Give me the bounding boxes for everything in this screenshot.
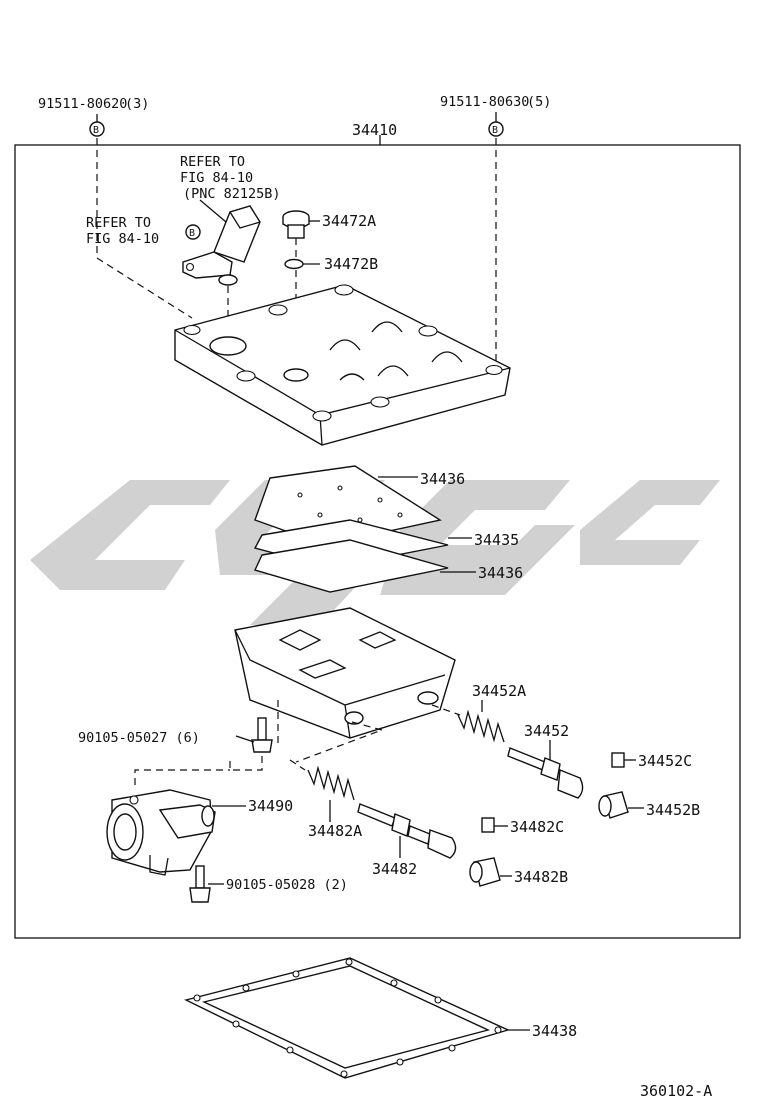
bolt-left-qty: (3) xyxy=(125,96,149,112)
bolt-left-leader xyxy=(96,138,193,319)
gasket-34438 xyxy=(183,957,510,1079)
bolt-right-marker-text: B xyxy=(492,125,498,136)
label-34482: 34482 xyxy=(372,860,417,878)
bolt-right-qty: (5) xyxy=(527,94,551,110)
speed-sensor xyxy=(182,205,261,286)
label-34438: 34438 xyxy=(532,1022,577,1040)
label-34472A: 34472A xyxy=(322,212,376,230)
upper-valve-body xyxy=(174,284,511,446)
plug-34482B xyxy=(469,857,501,887)
assembly-number: 34410 xyxy=(352,121,397,139)
refer-sensor-line2: FIG 84-10 xyxy=(180,170,253,186)
label-34482C: 34482C xyxy=(510,818,564,836)
label-34472B: 34472B xyxy=(324,255,378,273)
refer-sensor-line3: (PNC 82125B) xyxy=(183,186,281,202)
refer-bolt-line2: FIG 84-10 xyxy=(86,231,159,247)
valve-34452 xyxy=(507,747,584,799)
pin-34452C xyxy=(611,752,625,768)
refer-bolt-line1: REFER TO xyxy=(86,215,151,231)
bolt-left-marker-text: B xyxy=(93,125,99,136)
label-34452B: 34452B xyxy=(646,801,700,819)
label-34452: 34452 xyxy=(524,722,569,740)
label-34435: 34435 xyxy=(474,531,519,549)
solenoid-34490 xyxy=(106,789,216,876)
valve-34482 xyxy=(357,803,457,859)
label-34452C: 34452C xyxy=(638,752,692,770)
label-34482A: 34482A xyxy=(308,822,362,840)
lower-valve-body xyxy=(234,607,456,739)
bolt-left-number: 91511-80620 xyxy=(38,96,127,112)
bolt-90105-05028 xyxy=(189,865,211,903)
label-90105-05028: 90105-05028 (2) xyxy=(226,877,348,893)
spring-34482A xyxy=(307,765,355,801)
spring-34452A xyxy=(457,709,505,743)
label-34436-bottom: 34436 xyxy=(478,564,523,582)
refer-bolt-marker-icon xyxy=(185,224,201,240)
label-34452A: 34452A xyxy=(472,682,526,700)
assembly-frame xyxy=(14,144,741,939)
label-34436-top: 34436 xyxy=(420,470,465,488)
pin-34482C xyxy=(481,817,495,833)
label-34482B: 34482B xyxy=(514,868,568,886)
plug-34452B xyxy=(598,791,629,819)
oring-34472B xyxy=(284,258,304,270)
figure-code: 360102-A xyxy=(640,1082,712,1100)
bolt-right-number: 91511-80630 xyxy=(440,94,529,110)
label-34490: 34490 xyxy=(248,797,293,815)
refer-bolt-marker-text: B xyxy=(189,228,195,239)
refer-sensor-line1: REFER TO xyxy=(180,154,245,170)
bolt-90105-05027 xyxy=(251,717,273,753)
label-90105-05027: 90105-05027 (6) xyxy=(78,730,200,746)
gasket-34436-bottom xyxy=(254,539,449,593)
plug-34472A xyxy=(282,210,310,239)
